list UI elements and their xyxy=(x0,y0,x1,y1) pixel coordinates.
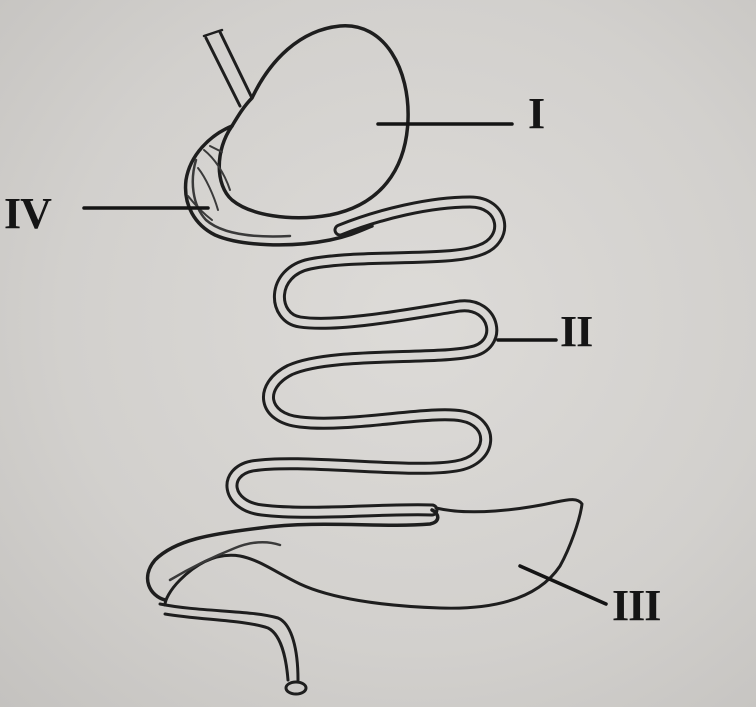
leader-line-III xyxy=(518,564,608,606)
label-IV: IV xyxy=(4,189,52,238)
label-III: III xyxy=(612,581,661,630)
duct xyxy=(202,28,254,108)
large-intestine xyxy=(145,498,584,696)
label-I: I xyxy=(528,89,545,138)
gastric-base-region xyxy=(183,124,374,247)
label-II: II xyxy=(560,307,593,356)
small-intestine xyxy=(225,195,507,519)
stomach xyxy=(217,24,410,220)
